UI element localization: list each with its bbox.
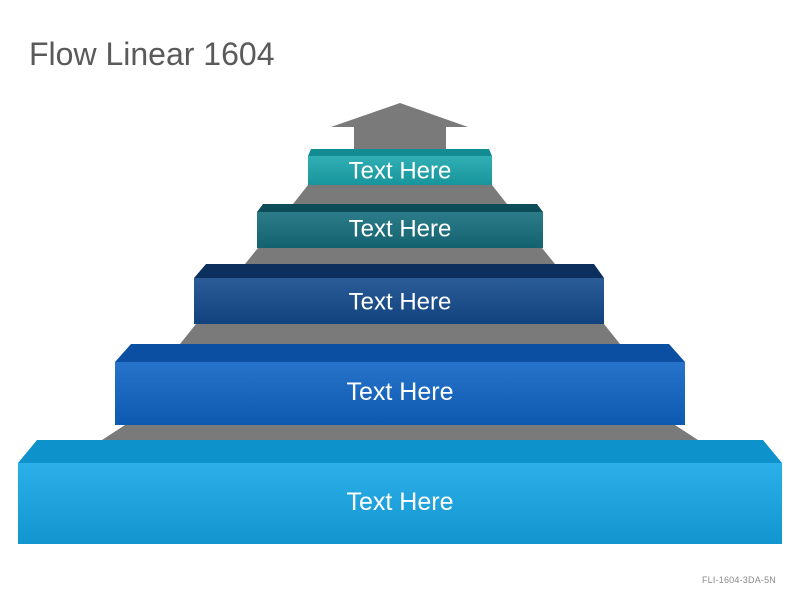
step-top-face — [194, 264, 604, 278]
connector-platform — [245, 248, 555, 264]
step-top-face — [115, 344, 685, 362]
step-label: Text Here — [349, 216, 452, 243]
step-top-face — [257, 204, 543, 212]
step-front-shade — [308, 156, 492, 185]
step-label: Text Here — [349, 158, 452, 185]
step-front-shade — [194, 278, 604, 324]
step-front-shade — [257, 212, 543, 248]
step-top-face — [18, 440, 782, 463]
step-label: Text Here — [347, 488, 454, 516]
step-2[interactable]: Text Here — [115, 344, 685, 425]
step-label: Text Here — [349, 289, 452, 316]
step-top-face — [308, 149, 492, 156]
up-arrow-icon — [331, 103, 468, 149]
step-label: Text Here — [347, 378, 454, 406]
step-front-shade — [115, 362, 685, 425]
footer-code: FLI-1604-3DA-5N — [701, 575, 776, 585]
step-4[interactable]: Text Here — [257, 204, 543, 248]
step-1[interactable]: Text Here — [18, 440, 782, 544]
connector-platform — [180, 324, 620, 344]
step-front-shade — [18, 463, 782, 544]
step-3[interactable]: Text Here — [194, 264, 604, 324]
slide-title: Flow Linear 1604 — [29, 36, 275, 72]
step-5[interactable]: Text Here — [308, 149, 492, 185]
connector-platform — [293, 185, 507, 204]
connector-platform — [102, 425, 698, 440]
